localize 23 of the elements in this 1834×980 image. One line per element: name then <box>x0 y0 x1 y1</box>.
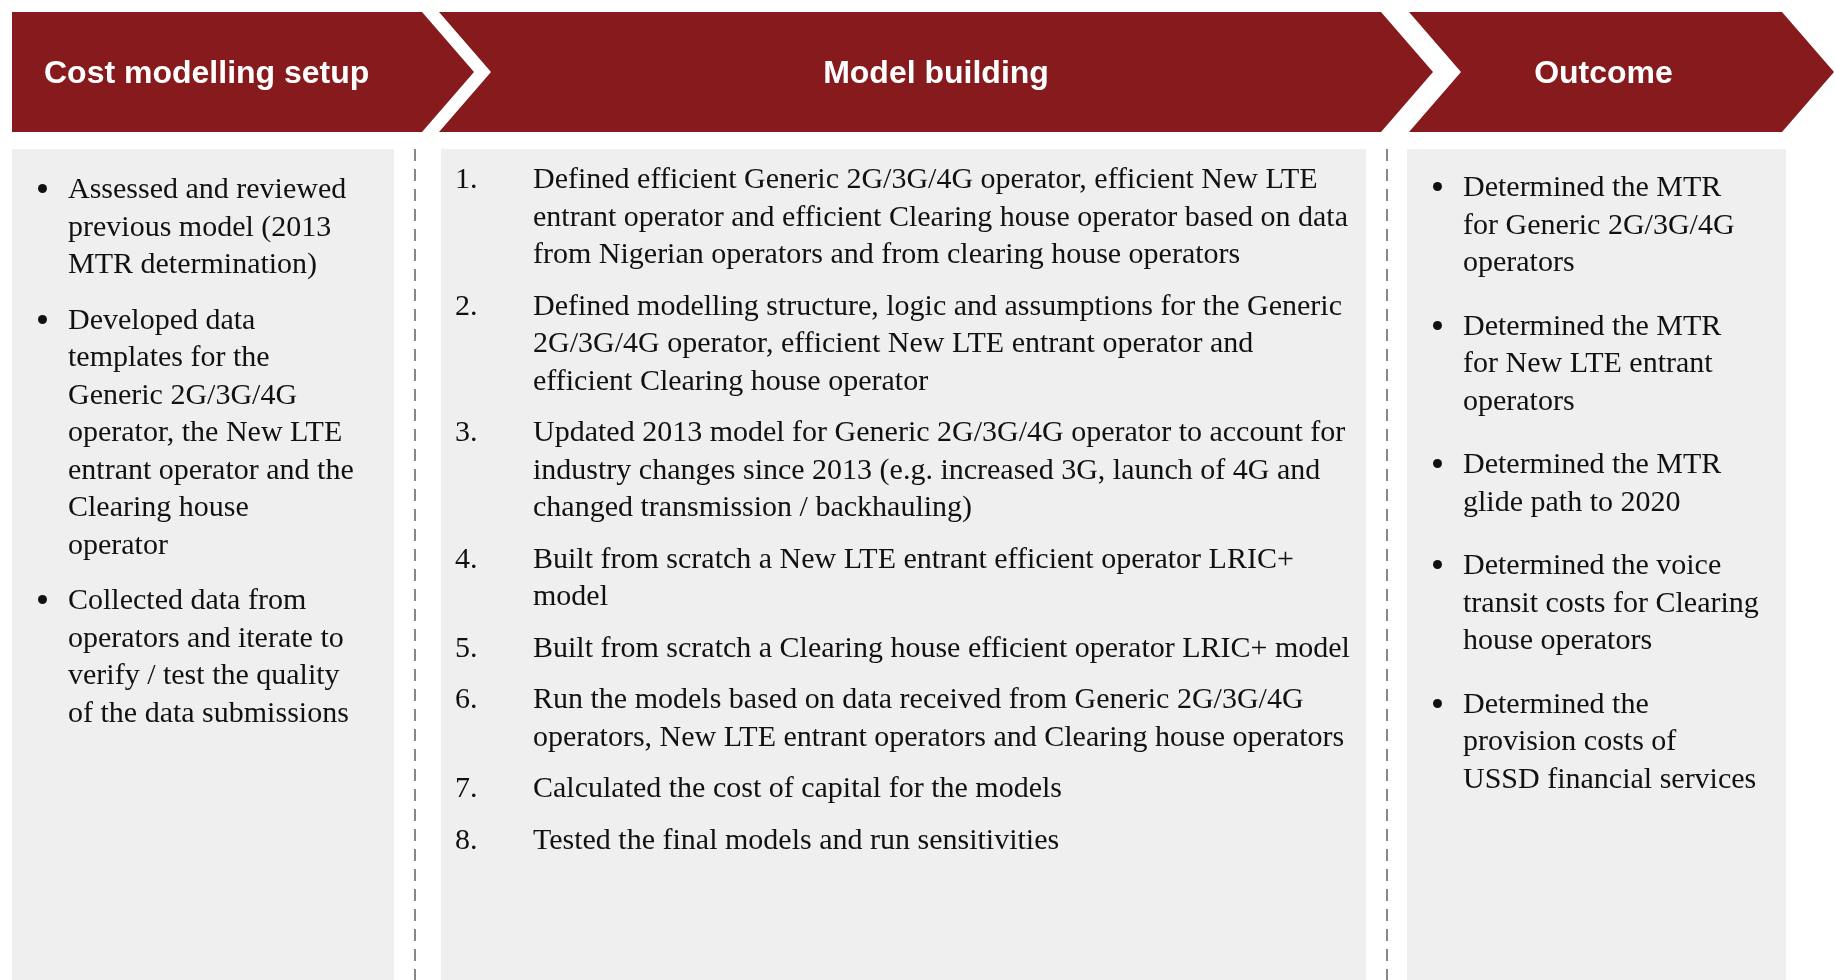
content-panel <box>1407 149 1786 980</box>
list-item: Collected data from operators and iterate to verify / test the quality of the data submissions <box>68 580 354 730</box>
stage-header-banner <box>1409 12 1834 132</box>
list-item: Determined the provision costs of USSD financial services <box>1463 683 1760 796</box>
list-item: 3. Updated 2013 model for Generic 2G/3G/4G operator to account for industry changes since 2013 (e.g. increased 3G, launch of 4G and changed transmission / backhauling) <box>455 413 1347 524</box>
list-item: 4. Built from scratch a New LTE entrant efficient operator LRIC+ model <box>455 539 1295 613</box>
list-item: Determined the voice transit costs for Clearing house operators <box>1463 545 1760 658</box>
stage-title: Outcome <box>1534 53 1673 91</box>
stage-title: Cost modelling setup <box>44 53 370 91</box>
list-item: 6. Run the models based on data received from Generic 2G/3G/4G operators, New LTE entrant operators and Clearing house operators <box>455 680 1346 754</box>
list-item: Determined the MTR glide path to 2020 <box>1463 444 1760 519</box>
stage-title: Model building <box>823 53 1049 91</box>
list-item: 5. Built from scratch a Clearing house efficient operator LRIC+ model <box>455 628 1351 665</box>
list-item: Determined the MTR for New LTE entrant operators <box>1463 305 1760 418</box>
list-item: Developed data templates for the Generic 2G/3G/4G operator, the New LTE entrant operator and the Clearing house operator <box>68 299 354 562</box>
list-item: 8. Tested the final models and run sensitivities <box>455 820 1061 857</box>
list-item: 2. Defined modelling structure, logic and assumptions for the Generic 2G/3G/4G operator, efficient New LTE entrant operator and efficient Clearing house operator <box>455 286 1343 398</box>
list-item: Determined the MTR for Generic 2G/3G/4G operators <box>1463 167 1760 280</box>
list-item: 7. Calculated the cost of capital for the models <box>455 769 1063 805</box>
list-item: 1. Defined efficient Generic 2G/3G/4G operator, efficient New LTE entrant operator and efficient Clearing house operator based on data from Nigerian operators and from clearing house operators <box>455 160 1349 271</box>
list-item: Assessed and reviewed previous model (2013 MTR determination) <box>68 169 354 282</box>
stage-header-banner <box>12 12 474 132</box>
content-panel <box>12 149 394 980</box>
